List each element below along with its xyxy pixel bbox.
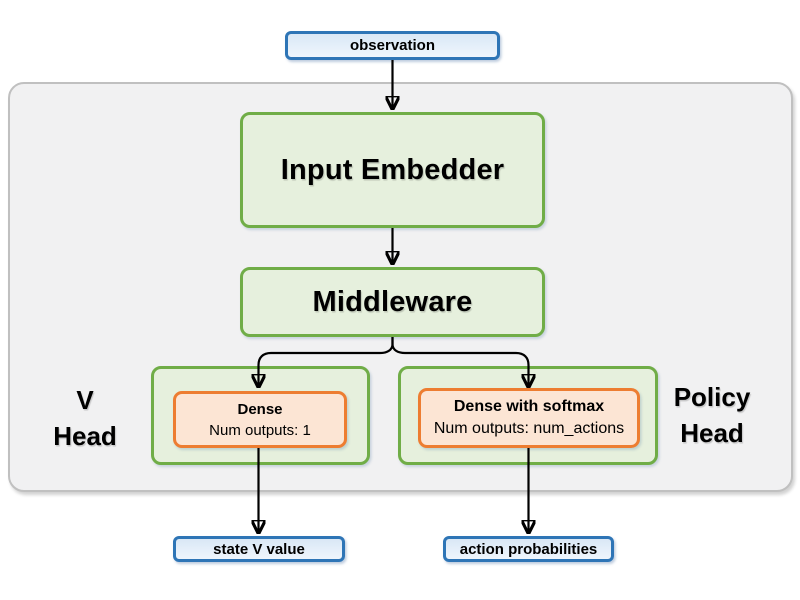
node-input-embedder-label: Input Embedder (280, 153, 505, 186)
node-state-v-value: state V value (173, 536, 345, 562)
v-head-label: V Head (25, 382, 145, 454)
node-input-embedder: Input Embedder (240, 112, 545, 228)
node-policy-dense: Dense with softmax Num outputs: num_acti… (418, 388, 640, 448)
policy-dense-title: Dense with softmax (453, 398, 605, 415)
policy-head-label-line1: Policy (673, 382, 751, 412)
node-action-probabilities: action probabilities (443, 536, 614, 562)
action-probabilities-label: action probabilities (459, 540, 598, 558)
state-v-value-label: state V value (213, 540, 305, 558)
node-observation: observation (285, 31, 500, 60)
node-observation-label: observation (349, 37, 436, 54)
node-v-dense: Dense Num outputs: 1 (173, 391, 347, 448)
policy-head-label: Policy Head (652, 379, 772, 451)
node-middleware-label: Middleware (312, 285, 473, 318)
v-dense-subtitle: Num outputs: 1 (209, 421, 311, 439)
policy-head-label-line2: Head (680, 418, 744, 448)
policy-dense-subtitle: Num outputs: num_actions (433, 420, 625, 437)
v-dense-title: Dense (237, 400, 283, 418)
v-head-label-line1: V (76, 385, 94, 415)
node-middleware: Middleware (240, 267, 545, 337)
v-head-label-line2: Head (53, 421, 117, 451)
